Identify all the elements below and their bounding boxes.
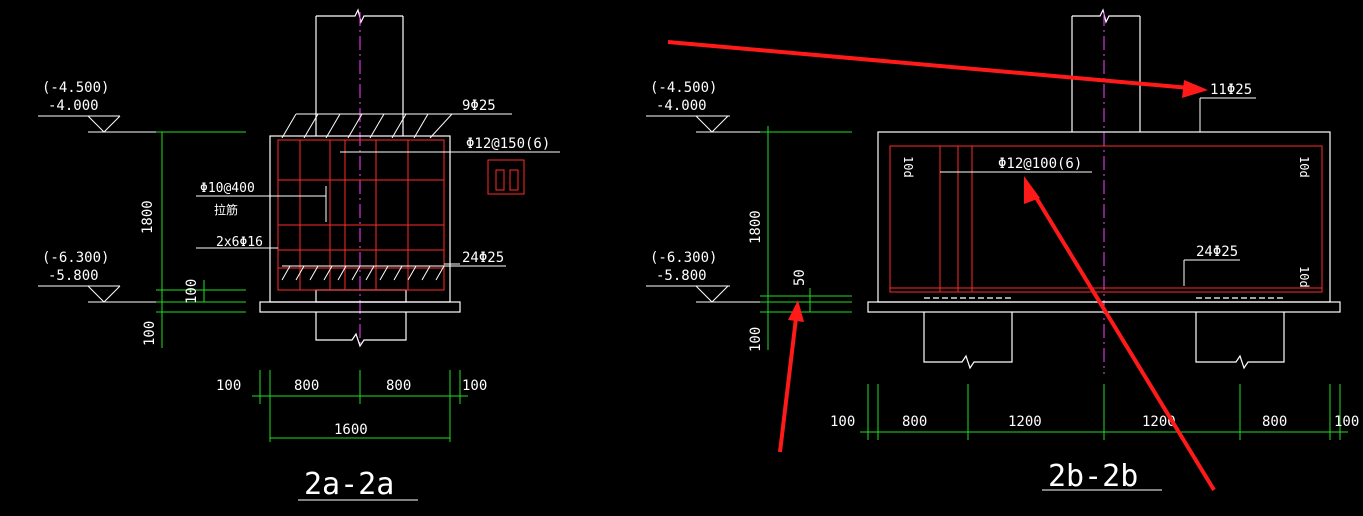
stirrup-detail [487, 159, 525, 195]
dim-b-label: 1200 [1008, 414, 1042, 430]
column-outline [1071, 8, 1141, 132]
dimensions [760, 126, 1348, 440]
elev-bot-label: -5.800 [656, 268, 707, 284]
dim-b-label: 800 [386, 378, 411, 394]
rebar-cage [889, 145, 1323, 293]
section-2b-2b: (-4.500) -4.000 (-6.300) -5.800 11Φ25 Φ1… [646, 8, 1359, 494]
elevation-marks [38, 115, 160, 303]
section-title: 2b-2b [1048, 459, 1138, 494]
anchor-right-top-label: 10d [1297, 156, 1311, 178]
dim-right-label: 100 [462, 378, 487, 394]
anchor-right-bot-label: 10d [1297, 266, 1311, 288]
bottom-bars-label: 24Φ25 [462, 250, 504, 266]
elev-bot-label: -5.800 [48, 268, 99, 284]
leaders [196, 113, 560, 265]
arrow-to-top-bars [667, 40, 1208, 98]
small-dim1-label: 100 [184, 279, 200, 304]
top-bars-label: 11Φ25 [1210, 82, 1252, 98]
dim-a-label: 800 [902, 414, 927, 430]
small-dim50-label: 50 [792, 269, 808, 286]
dim-left-label: 100 [216, 378, 241, 394]
side-bars-label: 2x6Φ16 [216, 235, 263, 250]
tie-bar-label: Φ10@400 [200, 181, 255, 196]
dim-right-label: 100 [1334, 414, 1359, 430]
anchor-left-label: 10d [901, 156, 915, 178]
section-2a-2a: (-4.500) -4.000 (-6.300) -5.800 9Φ25 Φ12… [38, 8, 560, 502]
top-hatch [281, 113, 512, 139]
dim-total-label: 1600 [334, 422, 368, 438]
bottom-hatch [281, 265, 506, 281]
dim-a-label: 800 [294, 378, 319, 394]
small-dim100-label: 100 [748, 327, 764, 352]
rebar-cage [277, 139, 445, 291]
elev-top-label: -4.000 [656, 98, 707, 114]
dim-left-label: 100 [830, 414, 855, 430]
elev-top-label: -4.000 [48, 98, 99, 114]
height-dim-label: 1800 [748, 210, 764, 244]
beam-outline [259, 135, 461, 348]
small-dim2-label: 100 [142, 321, 158, 346]
stirrup-label: Φ12@150(6) [466, 136, 550, 152]
annotation-arrows [667, 40, 1216, 492]
elev-bot-paren-label: (-6.300) [650, 250, 717, 266]
top-bars-label: 9Φ25 [462, 98, 496, 114]
elev-top-paren-label: (-4.500) [42, 80, 109, 96]
height-dim-label: 1800 [140, 200, 156, 234]
elev-bot-paren-label: (-6.300) [42, 250, 109, 266]
leaders [940, 97, 1256, 286]
elevation-marks [646, 115, 768, 303]
elev-top-paren-label: (-4.500) [650, 80, 717, 96]
dim-d-label: 800 [1262, 414, 1287, 430]
dim-c-label: 1200 [1142, 414, 1176, 430]
arrow-to-50-dim [778, 300, 804, 453]
tie-word-label: 拉筋 [214, 202, 238, 217]
stirrup-label: Φ12@100(6) [998, 156, 1082, 172]
section-title: 2a-2a [304, 467, 394, 502]
arrow-to-stirrup [1024, 176, 1216, 492]
bottom-bars-label: 24Φ25 [1196, 244, 1238, 260]
dimensions [156, 131, 468, 442]
